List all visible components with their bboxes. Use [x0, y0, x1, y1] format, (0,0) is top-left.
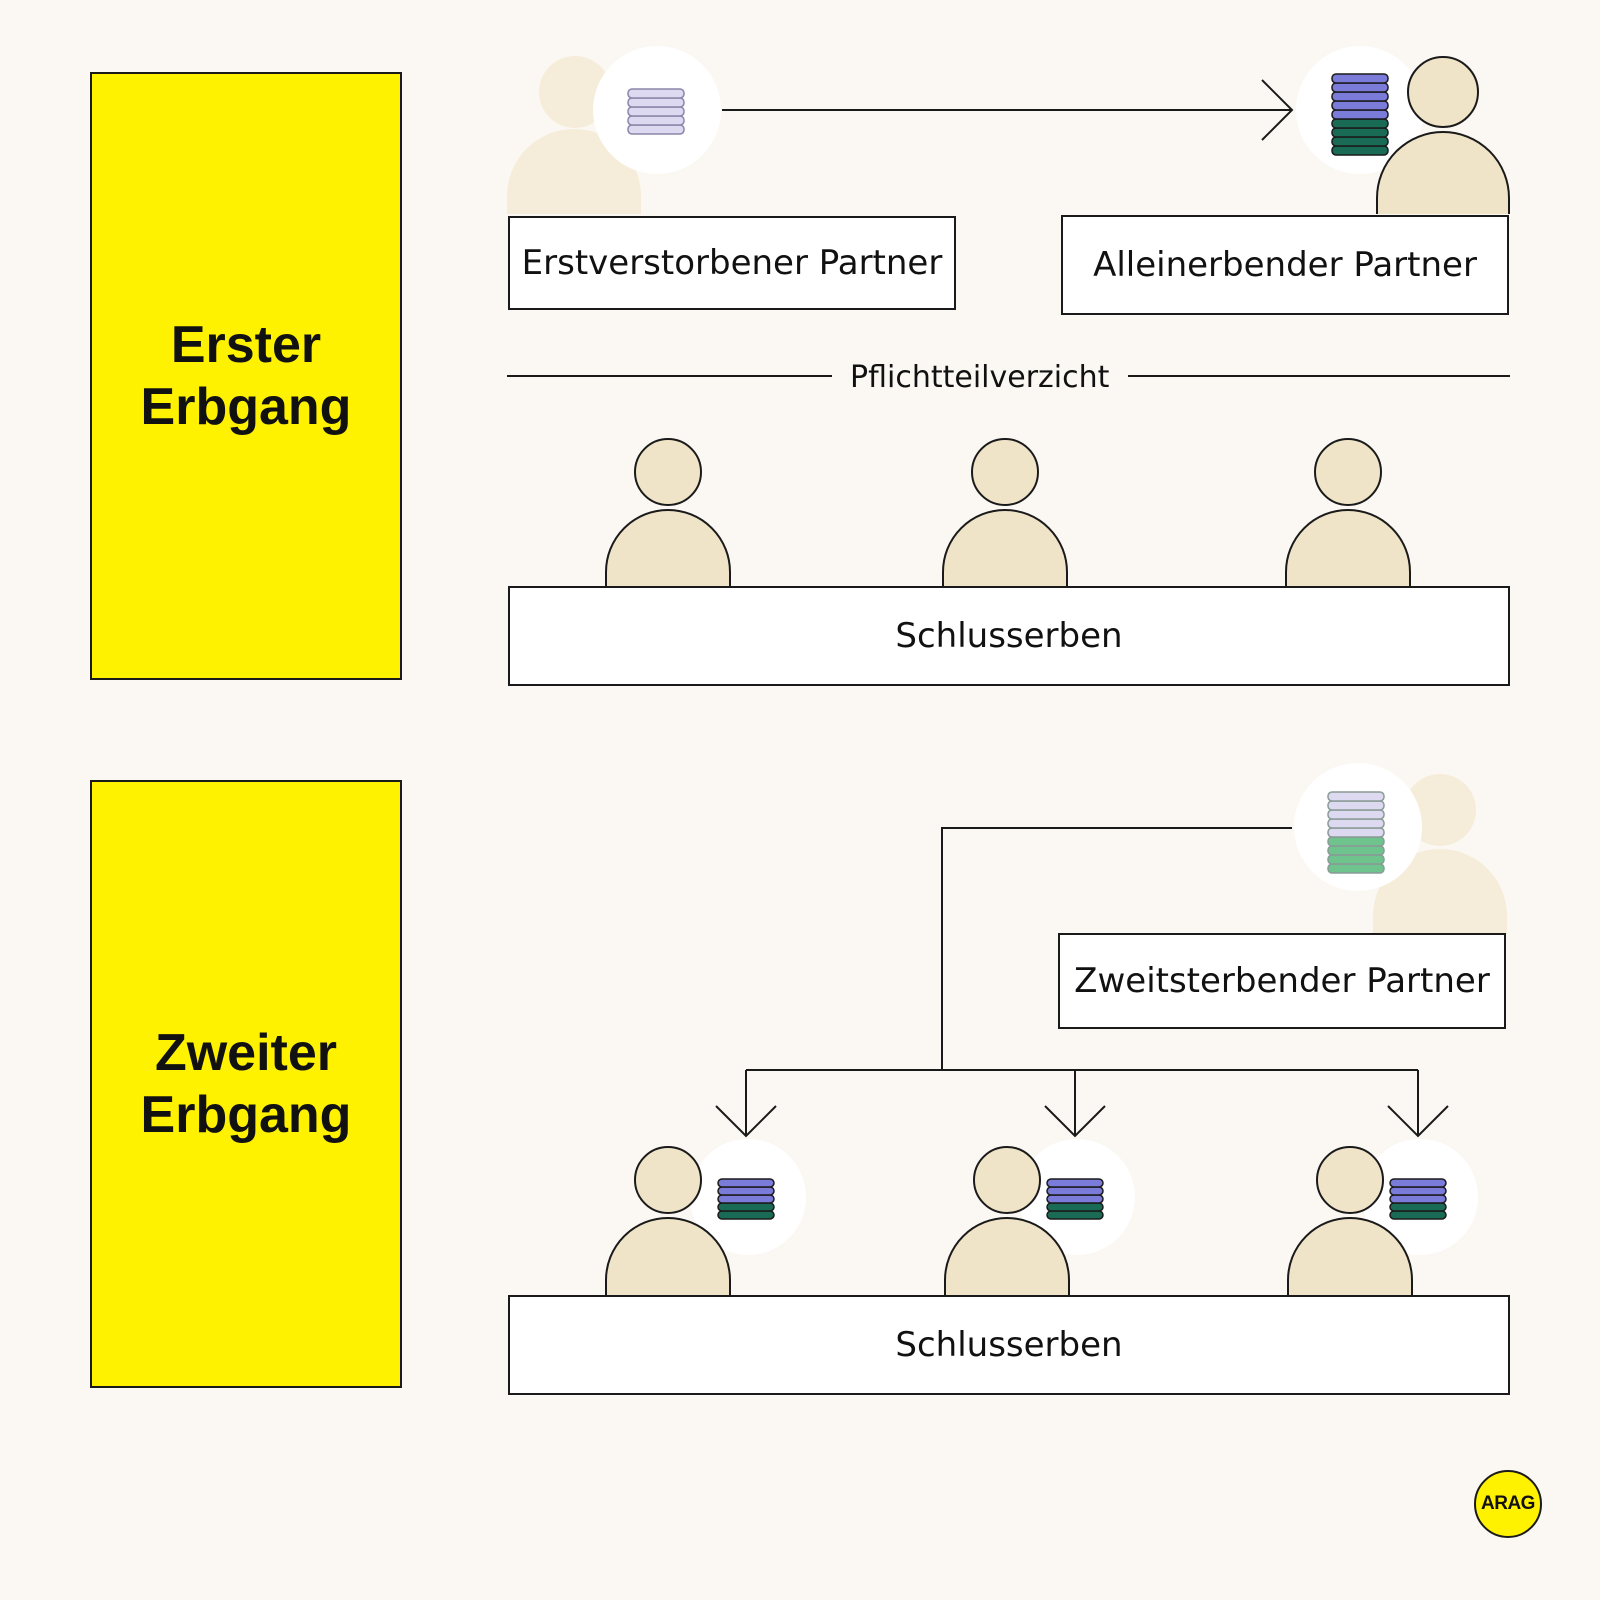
coin-stack-faded-icon — [1327, 791, 1385, 874]
waiver-label: Pflichtteilverzicht — [850, 360, 1110, 395]
coin-stack-share-icon — [1046, 1178, 1104, 1220]
first-round-title: Erster Erbgang — [141, 314, 352, 438]
coin-stack-share-icon — [1389, 1178, 1447, 1220]
sole-heir-person-icon — [1376, 56, 1510, 214]
first-round-title-line2: Erbgang — [140, 378, 352, 436]
second-round-panel: Zweiter Erbgang — [90, 780, 402, 1388]
deceased-partner-label: Erstverstorbener Partner — [508, 216, 956, 310]
arag-logo-text: ARAG — [1481, 1493, 1535, 1514]
first-round-panel: Erster Erbgang — [90, 72, 402, 680]
coin-stack-share-icon — [717, 1178, 775, 1220]
coin-stack-lavender-icon — [627, 88, 685, 135]
coin-stack-full-icon — [1331, 73, 1389, 156]
arrow-head-icon — [1261, 79, 1294, 141]
arag-logo: ARAG — [1474, 1470, 1542, 1538]
heir-with-coins-2 — [944, 1139, 1135, 1296]
heir-person-icon — [942, 438, 1068, 587]
final-heirs-label-second: Schlusserben — [508, 1295, 1510, 1395]
heir-with-coins-1 — [605, 1139, 806, 1296]
final-heirs-label-first: Schlusserben — [508, 586, 1510, 686]
second-deceased-person-icon — [1373, 774, 1507, 934]
second-round-title: Zweiter Erbgang — [141, 1022, 352, 1146]
second-round-title-line1: Zweiter — [154, 1024, 338, 1082]
heir-person-icon — [605, 438, 731, 587]
distribution-connector — [745, 827, 1419, 1136]
sole-heir-partner-label: Alleinerbender Partner — [1061, 215, 1509, 315]
heir-with-coins-3 — [1287, 1139, 1478, 1296]
heir-person-icon — [1285, 438, 1411, 587]
second-round-title-line2: Erbgang — [140, 1086, 352, 1144]
second-deceased-partner-label: Zweitsterbender Partner — [1058, 933, 1506, 1029]
first-round-title-line1: Erster — [170, 316, 322, 374]
arrow-head-icon — [715, 1105, 1449, 1138]
